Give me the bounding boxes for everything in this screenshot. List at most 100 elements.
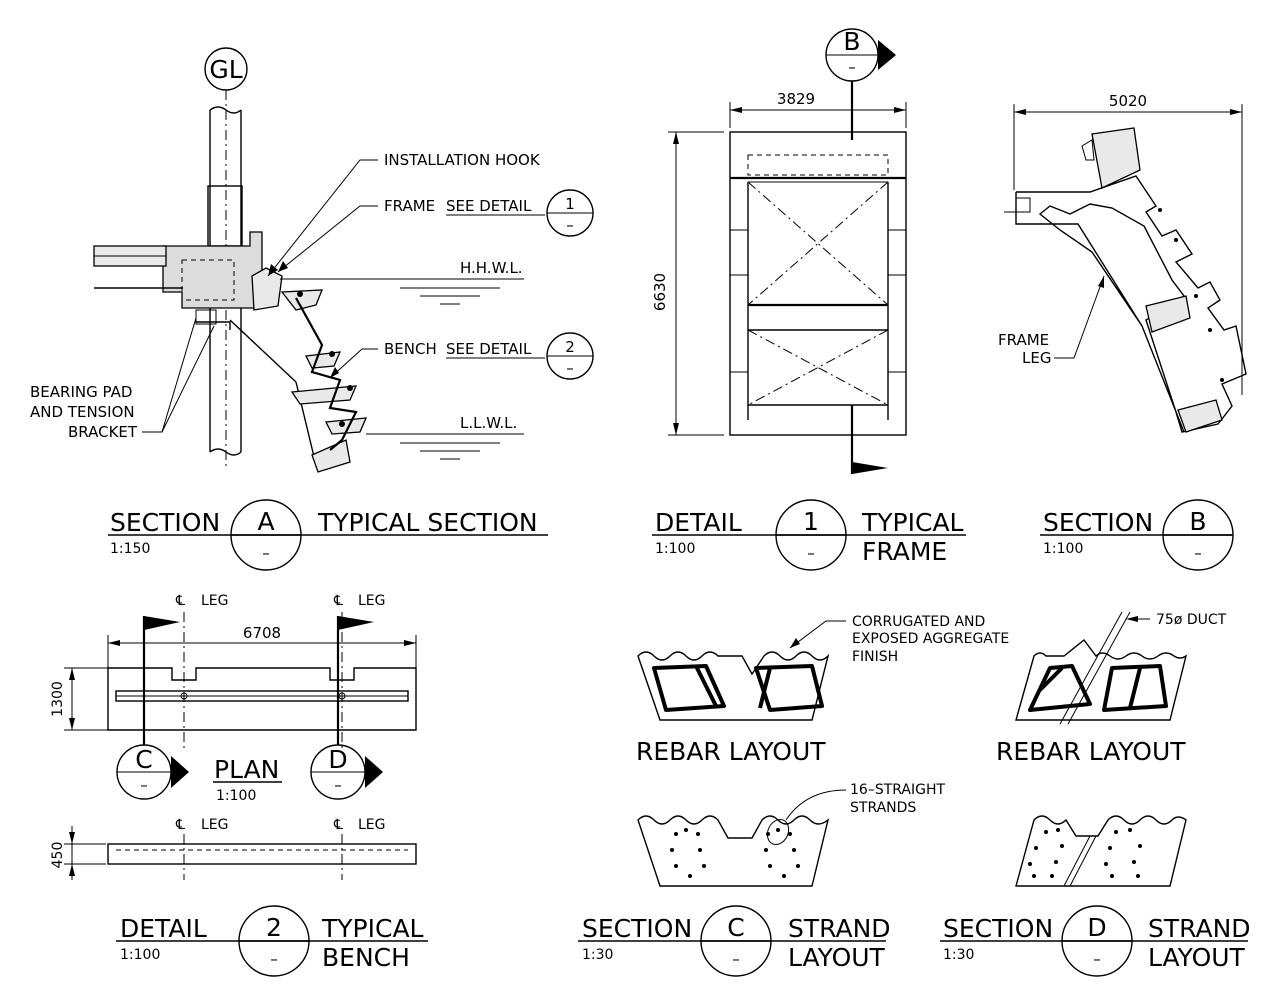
elev-dim-label: 450: [50, 842, 66, 869]
tread-5: [311, 439, 351, 473]
strand: [792, 848, 796, 852]
title-desc1: STRAND: [1148, 914, 1251, 943]
strand: [696, 832, 700, 836]
rebar-layout-title: REBAR LAYOUT: [996, 737, 1186, 766]
strand: [766, 832, 770, 836]
strand: [1132, 860, 1136, 864]
cl-leg-label-right: LEG: [358, 593, 386, 609]
strands-leader: [785, 789, 847, 821]
pile-break-bottom: [209, 448, 242, 456]
strand: [1114, 830, 1118, 834]
bolt-2: [329, 351, 335, 357]
installation-hook-leader: [267, 159, 378, 277]
duct-label: 75ø DUCT: [1156, 612, 1227, 628]
section-a-notes: INSTALLATION HOOK FRAME SEE DETAIL 1 – H…: [30, 151, 594, 460]
finish-label-line1: CORRUGATED AND: [852, 614, 985, 630]
bolt-4: [339, 421, 345, 427]
cl-leg-label-left: LEG: [201, 593, 229, 609]
frame-leg: [229, 319, 297, 383]
marker-d-letter: D: [328, 745, 347, 774]
strand: [764, 848, 768, 852]
section-cut-flag: [852, 462, 888, 474]
bench-section-outline: [1015, 639, 1188, 721]
title-letter: C: [727, 913, 744, 942]
installation-hook-label: INSTALLATION HOOK: [384, 151, 541, 169]
bottom-block: [1177, 399, 1223, 433]
arrow-head: [673, 423, 679, 435]
title-word: DETAIL: [655, 508, 742, 537]
strand: [1054, 860, 1058, 864]
strand-group-right: [1104, 828, 1142, 878]
arrow-head: [278, 261, 288, 272]
scale: 1:30: [943, 947, 974, 963]
title-sub: –: [270, 950, 278, 968]
title-sub: –: [1093, 950, 1101, 968]
arrow-head: [894, 107, 906, 113]
title-desc2: LAYOUT: [788, 943, 886, 972]
pile-cap-hidden: [181, 259, 235, 301]
strand-group-left: [1028, 828, 1064, 878]
bench-note: BENCH: [384, 340, 437, 358]
title-word: SECTION: [582, 914, 692, 943]
pile-cap: [162, 231, 263, 309]
detail-2-plan: ℄ LEG ℄ LEG 6708 1300 C –: [50, 593, 417, 804]
marker-letter: B: [843, 27, 860, 56]
bay-1-diagonal-b: [747, 181, 889, 306]
strand: [1110, 874, 1114, 878]
rebar-tie-right: [1128, 667, 1142, 709]
bearing-label-line2: AND TENSION: [30, 403, 135, 421]
detail-ref-2-number: 2: [565, 338, 575, 356]
cut-flag-d: [338, 616, 374, 630]
frame-note: FRAME: [384, 197, 435, 215]
title-letter: D: [1087, 913, 1106, 942]
section-d-strands: [1015, 815, 1187, 887]
frame-leg-leader: [1054, 275, 1105, 359]
section-c-strands: 16–STRAIGHT STRANDS: [637, 782, 945, 887]
arrow-head: [69, 668, 75, 680]
section-a-drawing: GL: [93, 47, 368, 473]
finish-leader: [789, 620, 846, 649]
title-desc: TYPICAL SECTION: [317, 508, 538, 537]
rebar-cage-left: [1028, 664, 1092, 712]
marker-sub: –: [848, 58, 856, 76]
grid-label: GL: [209, 55, 242, 84]
bench-elevation: [107, 843, 417, 865]
section-c-title: SECTION C – STRAND LAYOUT 1:30: [578, 905, 891, 977]
scale: 1:100: [655, 541, 695, 557]
title-desc2: FRAME: [862, 537, 947, 566]
strand: [1056, 828, 1060, 832]
bearing-leader-2: [161, 325, 215, 433]
arrow-head: [730, 107, 742, 113]
finish-label-line2: EXPOSED AGGREGATE: [852, 631, 1009, 647]
marker-d-sub: –: [334, 776, 342, 794]
cl-leg-label-right: LEG: [358, 817, 386, 833]
arrow-head: [673, 132, 679, 144]
title-desc2: BENCH: [322, 943, 410, 972]
detail-2-elevation: ℄ LEG ℄ LEG 450: [50, 817, 417, 880]
title-desc1: STRAND: [788, 914, 891, 943]
strand: [796, 864, 800, 868]
section-a-title: SECTION A – TYPICAL SECTION 1:150: [108, 499, 548, 571]
section-marker-d-arrow: [365, 756, 383, 788]
strand: [670, 848, 674, 852]
detail-1-title: DETAIL 1 – TYPICAL FRAME 1:100: [652, 499, 966, 571]
strand: [698, 848, 702, 852]
bolt-3: [347, 385, 353, 391]
detail-1-drawing: B – 3829 6630: [651, 27, 907, 474]
strand: [702, 864, 706, 868]
frame-head-hidden: [747, 154, 889, 176]
title-number: 1: [803, 507, 819, 536]
bench-leader: [329, 348, 378, 379]
title-desc2: LAYOUT: [1148, 943, 1246, 972]
strand: [688, 874, 692, 878]
title-letter: A: [257, 507, 274, 536]
strand-group-left: [670, 828, 706, 878]
rebar-cage-right: [1102, 664, 1168, 712]
bearing-leader-1: [142, 317, 197, 433]
rebar-tie-left: [1038, 666, 1064, 692]
strand: [776, 828, 780, 832]
height-dim-label: 6630: [651, 273, 669, 311]
frame-outline: [729, 131, 907, 436]
rebar-cage-left: [652, 664, 726, 712]
arrow-head: [1230, 109, 1242, 115]
